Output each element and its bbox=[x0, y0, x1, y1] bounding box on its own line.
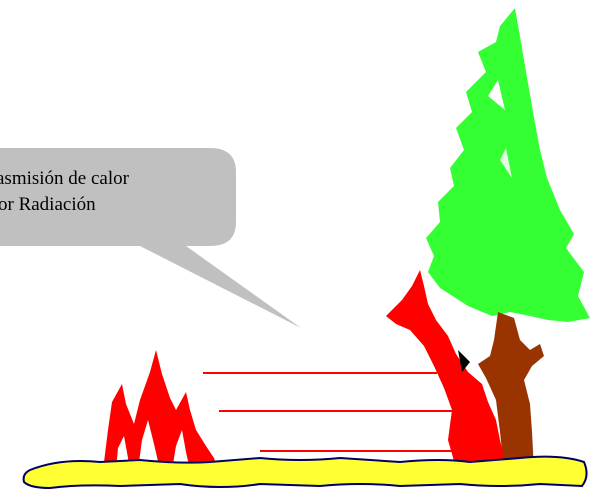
ground-fire bbox=[104, 350, 218, 470]
callout-line-2: or Radiación bbox=[0, 194, 96, 215]
tree-foliage bbox=[426, 8, 590, 322]
tree-fire bbox=[386, 270, 506, 468]
radiation-lines bbox=[203, 372, 461, 452]
tree-trunk bbox=[478, 312, 544, 470]
callout-line-1: asmisión de calor bbox=[0, 168, 129, 189]
ground-strip bbox=[22, 455, 588, 490]
callout-text: asmisión de calor or Radiación bbox=[0, 166, 230, 218]
callout-bubble bbox=[0, 148, 301, 328]
